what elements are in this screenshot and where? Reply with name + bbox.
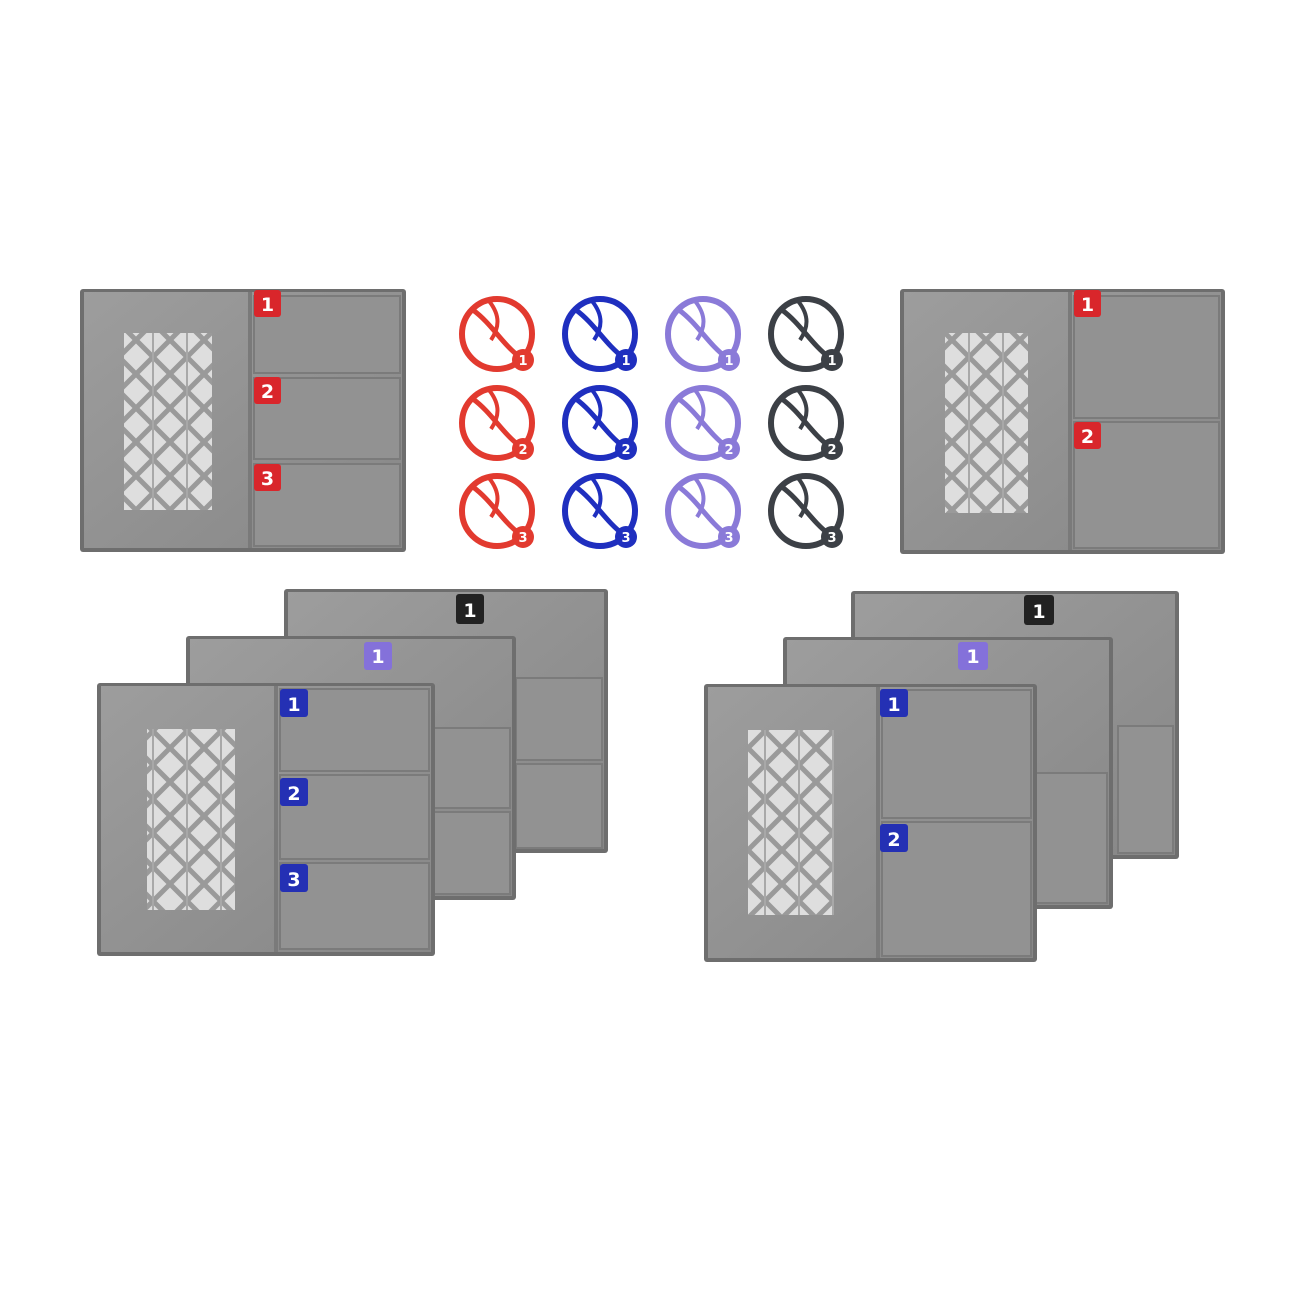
- ball-marker-blue: 3: [562, 473, 638, 549]
- badge-label: 1: [887, 694, 900, 716]
- ball-number: 2: [827, 443, 836, 458]
- ball-number: 1: [621, 354, 630, 369]
- ball-marker-blue: 2: [562, 385, 638, 461]
- badge-label: 1: [261, 294, 274, 316]
- top-right-tray: 1 2: [900, 289, 1225, 554]
- lattice-window: [147, 729, 235, 910]
- ball-marker-grey: 1: [768, 296, 844, 372]
- badge-label: 1: [287, 694, 300, 716]
- badge-label: 2: [887, 829, 900, 851]
- ball-marker-red: 1: [459, 296, 535, 372]
- ball-marker-grey: 3: [768, 473, 844, 549]
- ball-number: 1: [518, 354, 527, 369]
- badge-label: 1: [1081, 294, 1094, 316]
- badge-red: 2: [254, 377, 281, 404]
- ball-marker-red: 3: [459, 473, 535, 549]
- ball-number: 3: [518, 531, 527, 546]
- ball-marker-purple: 2: [665, 385, 741, 461]
- ball-marker-grey: 2: [768, 385, 844, 461]
- badge-label: 1: [1032, 601, 1045, 623]
- badge-red: 3: [254, 464, 281, 491]
- lattice-window: [748, 730, 834, 915]
- badge-label: 3: [287, 869, 300, 891]
- badge-label: 1: [371, 646, 384, 668]
- lattice-window: [945, 333, 1028, 513]
- bottom-left-stack: 1 1 1 2: [97, 589, 608, 956]
- badge-red: 1: [1074, 290, 1101, 317]
- top-left-tray: 1 2 3: [80, 289, 406, 552]
- badge-label: 2: [261, 381, 274, 403]
- ball-number: 3: [621, 531, 630, 546]
- ball-number: 2: [621, 443, 630, 458]
- badge-blue: 1: [880, 689, 908, 717]
- badge-red: 1: [254, 290, 281, 317]
- ball-number: 2: [724, 443, 733, 458]
- badge-label: 2: [1081, 426, 1094, 448]
- ball-number: 2: [518, 443, 527, 458]
- ball-marker-purple: 3: [665, 473, 741, 549]
- badge-label: 3: [261, 468, 274, 490]
- ball-marker-blue: 1: [562, 296, 638, 372]
- badge-label: 1: [463, 600, 476, 622]
- ball-number: 1: [724, 354, 733, 369]
- ball-marker-red: 2: [459, 385, 535, 461]
- ball-number: 3: [724, 531, 733, 546]
- front-tray: 1 2 3: [97, 683, 435, 956]
- badge-label: 2: [287, 783, 300, 805]
- badge-blue: 2: [880, 824, 908, 852]
- badge-blue: 2: [280, 778, 308, 806]
- ball-markers: 1 2 3 1 2: [459, 296, 844, 549]
- badge-red: 2: [1074, 422, 1101, 449]
- badge-label: 1: [966, 646, 979, 668]
- ball-number: 3: [827, 531, 836, 546]
- badge-blue: 1: [280, 689, 308, 717]
- bottom-right-stack: 1 1 1 2: [704, 591, 1179, 962]
- ball-number: 1: [827, 354, 836, 369]
- front-tray: 1 2: [704, 684, 1037, 962]
- ball-marker-purple: 1: [665, 296, 741, 372]
- lattice-window: [124, 333, 212, 510]
- badge-blue: 3: [280, 864, 308, 892]
